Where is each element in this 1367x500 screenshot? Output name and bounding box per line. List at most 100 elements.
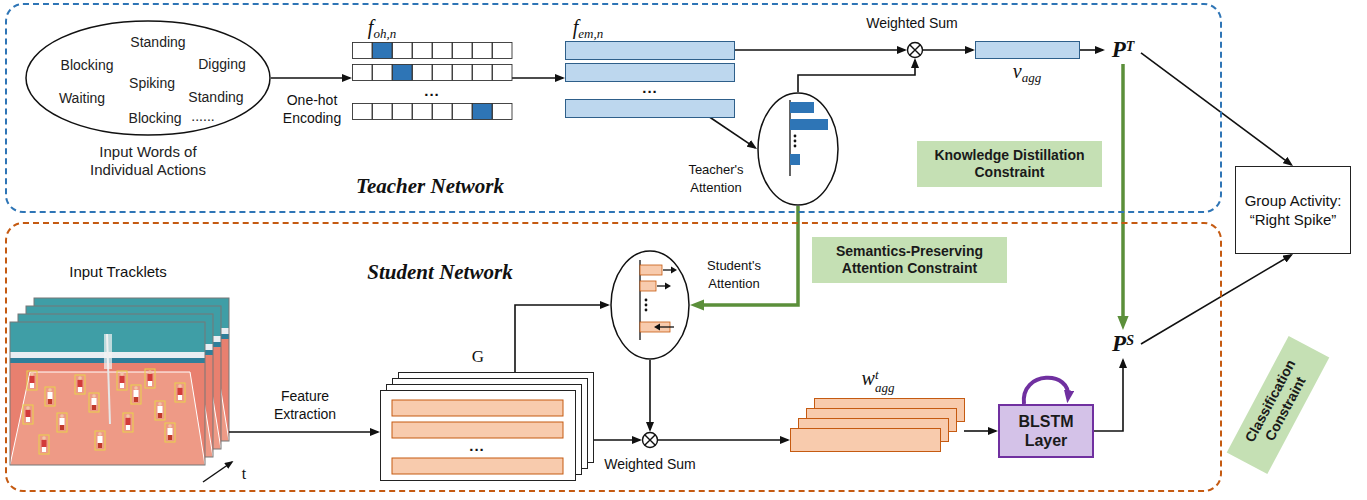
text-holder: Blocking	[129, 109, 182, 127]
node-text: P	[1112, 37, 1126, 62]
node-text: f	[573, 16, 579, 38]
one-hot-vectors: foh,n...	[350, 16, 514, 122]
flow-arrow	[229, 431, 378, 433]
node-text: Student Network	[367, 260, 512, 284]
classification-constraint-box: Classification Constraint	[1227, 336, 1330, 474]
node-text: w	[862, 367, 875, 389]
attention-bar	[640, 281, 656, 291]
recurrence-arrow	[1024, 378, 1068, 404]
teacher-prediction: PT	[1105, 36, 1141, 64]
weighted-sum-operator: Weighted Sum	[595, 430, 705, 474]
text-holder: Input Words of Individual Actions	[73, 143, 223, 179]
attention-shift-head	[654, 324, 660, 331]
ellipse-outline	[26, 21, 270, 135]
text-holder: Teacher's Attention	[678, 160, 754, 196]
feature-stack: G...	[380, 343, 594, 481]
node-text: f	[368, 16, 374, 38]
node-text: G	[472, 347, 484, 366]
student-network-region: Student Network Input TrackletsG... Studen…	[5, 222, 1222, 492]
text-holder: Weighted Sum	[866, 14, 958, 32]
edge-label-holder: Feature Extraction	[265, 387, 345, 423]
text-holder: Digging	[198, 55, 245, 73]
label-holder: t	[242, 465, 246, 483]
action-words-ellipse: StandingBlockingDiggingSpikingWaitingSta…	[25, 20, 271, 182]
one-hot-cell	[413, 43, 433, 59]
one-hot-cell	[413, 104, 433, 120]
node-text: ......	[191, 108, 214, 124]
text-holder: Student Network	[367, 260, 512, 285]
shape-outline	[975, 41, 1080, 59]
one-hot-cell	[473, 104, 493, 120]
ellipsis-dot	[794, 145, 797, 148]
one-hot-cell	[453, 104, 473, 120]
node-text: Standing	[188, 89, 243, 105]
node-text: Blocking	[61, 57, 114, 73]
weighted-sum-cross	[910, 45, 921, 56]
attention-shift	[658, 326, 674, 327]
attention-bar	[790, 102, 814, 113]
attention-shift-head	[665, 283, 671, 290]
shape-area	[642, 432, 658, 448]
text-holder: wtagg	[862, 367, 895, 394]
one-hot-cell	[373, 65, 393, 81]
flow-arrow	[735, 49, 905, 51]
text-holder: foh,n	[368, 16, 396, 42]
one-hot-cell	[393, 104, 413, 120]
ellipsis-dot	[645, 304, 648, 307]
attention-bar	[640, 265, 662, 275]
shape-area	[610, 250, 690, 360]
shape-outline	[352, 42, 512, 119]
ellipse-outline	[758, 93, 838, 205]
flow-arrow	[593, 439, 640, 441]
node-text: BLSTM Layer	[1010, 412, 1082, 450]
video-frame	[10, 322, 205, 465]
group-activity-box: Group Activity: “Right Spike”	[1235, 166, 1351, 254]
node-text: Group Activity: “Right Spike”	[1244, 191, 1342, 229]
time-axis-arrow	[203, 462, 232, 482]
text-holder: Spiking	[129, 74, 175, 92]
text-holder: Teacher Network	[356, 174, 504, 199]
aggregated-feature-panel	[791, 429, 941, 452]
ellipsis-dot	[794, 140, 797, 143]
node-text: Student's Attention	[707, 258, 761, 291]
embedding-vectors: fem,n...	[562, 16, 738, 120]
node-text: T	[1126, 39, 1135, 54]
one-hot-cell	[473, 65, 493, 81]
attention-shift-head	[671, 267, 677, 274]
node-text: Knowledge Distillation Constraint	[927, 147, 1092, 181]
node-text: Weighted Sum	[866, 15, 958, 31]
flow-arrow	[798, 60, 915, 92]
shape-area	[907, 42, 923, 58]
one-hot-cell	[353, 43, 373, 59]
one-hot-cell	[393, 65, 413, 81]
aggregated-vector: vagg	[972, 38, 1084, 88]
shape-outline	[642, 432, 658, 448]
shape-outline	[380, 372, 593, 480]
node-text: P	[1112, 331, 1126, 356]
node-text: Digging	[198, 56, 245, 72]
axis-label: t	[242, 465, 246, 482]
text-holder: ...	[424, 82, 440, 100]
one-hot-cell	[433, 104, 453, 120]
text-holder: Blocking	[61, 56, 114, 74]
one-hot-cell	[373, 43, 393, 59]
node-text: t	[875, 367, 895, 380]
node-text: Input Tracklets	[69, 263, 167, 280]
flow-arrow	[1080, 49, 1103, 51]
teacher-attention: Teacher's Attention	[680, 90, 842, 208]
flow-arrow	[1094, 360, 1123, 431]
node-text: Teacher Network	[356, 174, 504, 198]
text-holder: Input Tracklets	[69, 263, 167, 281]
one-hot-cell	[353, 104, 373, 120]
weighted-sum-circle	[643, 433, 658, 448]
weighted-sum-circle	[908, 43, 923, 58]
shape-area	[790, 398, 964, 452]
shape-outline	[790, 398, 964, 452]
flow-arrow	[658, 439, 788, 441]
text-holder: fem,n	[573, 16, 603, 42]
node-text: v	[1013, 60, 1022, 82]
text-holder: Standing	[188, 88, 243, 106]
one-hot-cell	[473, 43, 493, 59]
feature-bar	[392, 422, 563, 438]
embedding-bar	[566, 42, 735, 60]
